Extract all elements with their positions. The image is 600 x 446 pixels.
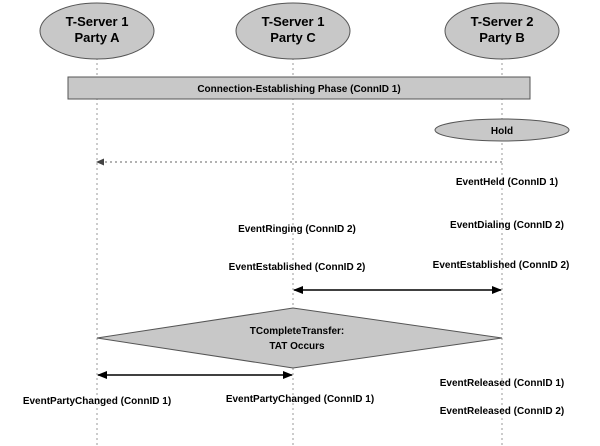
hold-label: Hold — [491, 126, 513, 137]
event-established-c: EventEstablished (ConnID 2) — [229, 262, 366, 273]
event-held-b: EventHeld (ConnID 1) — [456, 177, 558, 188]
event-released-b2: EventReleased (ConnID 2) — [440, 406, 564, 417]
transfer-line2: TAT Occurs — [269, 341, 325, 352]
phase-bar: Connection-Establishing Phase (ConnID 1) — [67, 76, 531, 100]
party-b-header: T-Server 2 Party B — [444, 2, 560, 60]
event-partychanged-a: EventPartyChanged (ConnID 1) — [23, 396, 171, 407]
event-released-b1: EventReleased (ConnID 1) — [440, 378, 564, 389]
event-established-b: EventEstablished (ConnID 2) — [433, 260, 570, 271]
party-a-line1: T-Server 1 — [66, 14, 129, 29]
event-dialing-b: EventDialing (ConnID 2) — [450, 220, 564, 231]
event-ringing-c: EventRinging (ConnID 2) — [238, 224, 356, 235]
party-a-line2: Party A — [74, 30, 120, 45]
party-c-line1: T-Server 1 — [262, 14, 325, 29]
phase-label: Connection-Establishing Phase (ConnID 1) — [197, 84, 400, 95]
party-a-header: T-Server 1 Party A — [39, 2, 155, 60]
event-partychanged-c: EventPartyChanged (ConnID 1) — [226, 394, 374, 405]
party-b-line2: Party B — [479, 30, 525, 45]
transfer-diamond: TCompleteTransfer: TAT Occurs — [96, 307, 503, 369]
transfer-line1: TCompleteTransfer: — [250, 326, 344, 337]
party-c-line2: Party C — [270, 30, 316, 45]
party-b-line1: T-Server 2 — [471, 14, 534, 29]
hold-shape: Hold — [434, 118, 570, 142]
party-c-header: T-Server 1 Party C — [235, 2, 351, 60]
